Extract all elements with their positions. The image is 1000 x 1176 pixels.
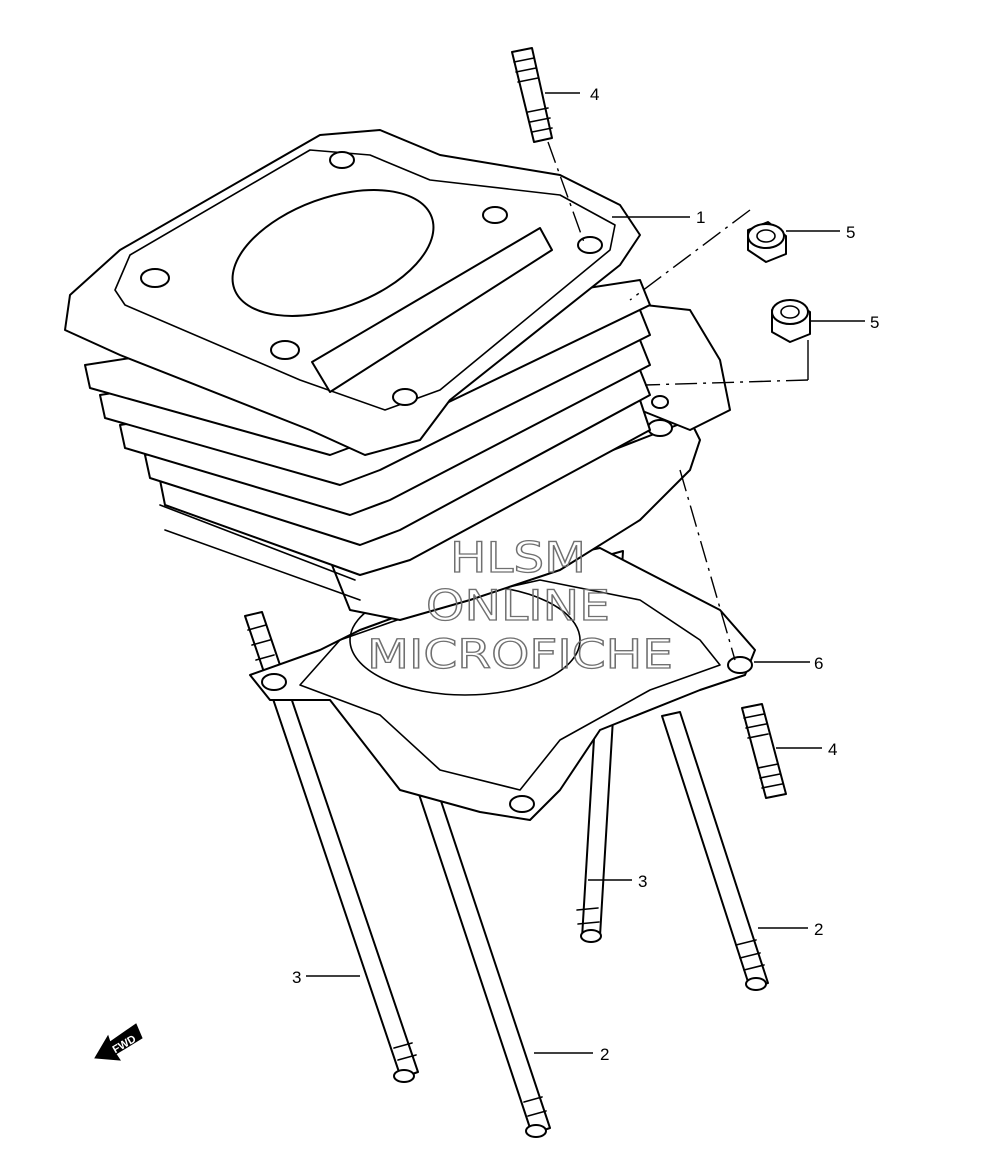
dowel-pin-lower (771, 299, 811, 343)
stud-bolt-front-right (661, 711, 769, 991)
callout-2-right: 2 (814, 920, 823, 939)
callout-5-lower: 5 (870, 313, 879, 332)
cylinder-block (64, 129, 731, 621)
cylinder-base-gasket (249, 547, 756, 821)
fwd-arrow-icon (94, 1023, 143, 1061)
callout-2-bottom: 2 (600, 1045, 609, 1064)
callout-5-upper: 5 (846, 223, 855, 242)
callout-3-right: 3 (638, 872, 647, 891)
stud-bolt-rear-left (244, 611, 419, 1083)
callout-3-left: 3 (292, 968, 301, 987)
callout-4-right: 4 (828, 740, 837, 759)
alignment-lines (547, 141, 809, 661)
dowel-pin-upper (747, 221, 787, 263)
watermark-line-1: HLSM (450, 533, 586, 582)
short-stud-right (741, 703, 787, 799)
callout-4-top: 4 (590, 85, 599, 104)
fwd-label: FWD (111, 1033, 139, 1056)
short-stud-top (511, 47, 553, 143)
watermark-line-2: ONLINE (426, 581, 610, 630)
watermark: HLSM ONLINE MICROFICHE (366, 532, 673, 678)
watermark-line-3: MICROFICHE (367, 632, 673, 678)
callout-1: 1 (696, 208, 705, 227)
forward-direction-arrow: FWD (94, 1023, 143, 1061)
leader-lines (306, 92, 865, 1054)
callout-6: 6 (814, 654, 823, 673)
